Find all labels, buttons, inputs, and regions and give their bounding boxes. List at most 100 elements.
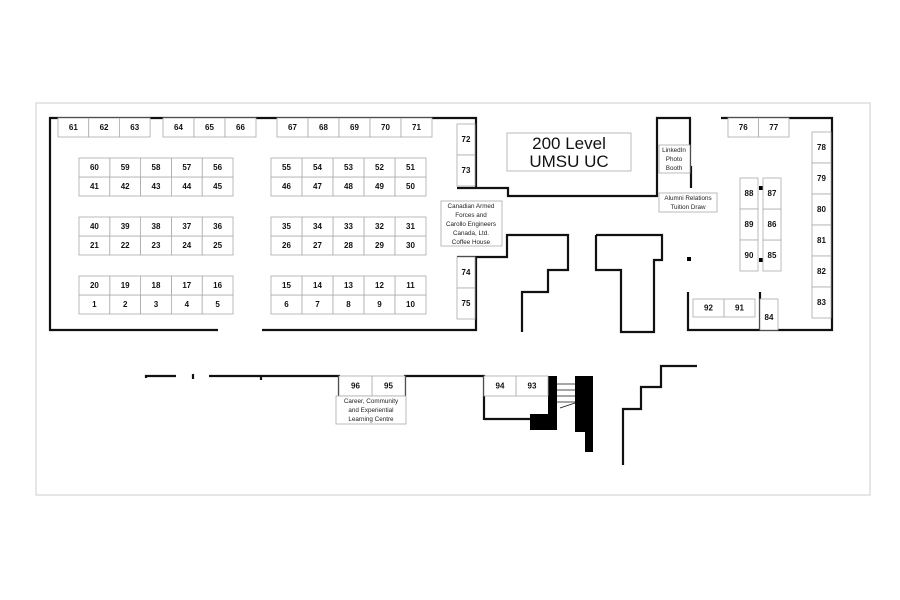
booth-87[interactable]: 87: [762, 177, 782, 210]
booth-49[interactable]: 49: [363, 176, 396, 197]
booth-61[interactable]: 61: [57, 117, 90, 138]
booth-62[interactable]: 62: [88, 117, 120, 138]
booth-51[interactable]: 51: [394, 157, 427, 178]
booth-5[interactable]: 5: [201, 294, 234, 315]
booth-35[interactable]: 35: [270, 216, 303, 237]
booth-34[interactable]: 34: [301, 216, 334, 237]
booth-86[interactable]: 86: [762, 208, 782, 241]
booth-16[interactable]: 16: [201, 275, 234, 296]
booth-91[interactable]: 91: [723, 298, 756, 318]
booth-72[interactable]: 72: [456, 123, 476, 156]
booth-50[interactable]: 50: [394, 176, 427, 197]
booth-52[interactable]: 52: [363, 157, 396, 178]
career-centre-label[interactable]: Career, Community and Experiential Learn…: [335, 395, 407, 425]
booth-55[interactable]: 55: [270, 157, 303, 178]
booth-18[interactable]: 18: [140, 275, 172, 296]
booth-96[interactable]: 96: [338, 375, 373, 397]
booth-19[interactable]: 19: [109, 275, 142, 296]
booth-30[interactable]: 30: [394, 235, 427, 256]
booth-40[interactable]: 40: [78, 216, 111, 237]
booth-82[interactable]: 82: [811, 255, 832, 288]
booth-59[interactable]: 59: [109, 157, 142, 178]
booth-41[interactable]: 41: [78, 176, 111, 197]
booth-22[interactable]: 22: [109, 235, 142, 256]
booth-12[interactable]: 12: [363, 275, 396, 296]
alumni-relations-label[interactable]: Alumni Relations Tuition Draw: [658, 192, 718, 213]
booth-74[interactable]: 74: [456, 256, 476, 289]
booth-80[interactable]: 80: [811, 193, 832, 226]
booth-45[interactable]: 45: [201, 176, 234, 197]
booth-48[interactable]: 48: [332, 176, 365, 197]
linkedin-photo-booth[interactable]: LinkedIn Photo Booth: [658, 144, 691, 174]
booth-13[interactable]: 13: [332, 275, 365, 296]
booth-88[interactable]: 88: [739, 177, 759, 210]
booth-33[interactable]: 33: [332, 216, 365, 237]
booth-6[interactable]: 6: [270, 294, 303, 315]
booth-83[interactable]: 83: [811, 286, 832, 319]
booth-24[interactable]: 24: [170, 235, 203, 256]
booth-20[interactable]: 20: [78, 275, 111, 296]
booth-95[interactable]: 95: [371, 375, 406, 397]
booth-14[interactable]: 14: [301, 275, 334, 296]
booth-8[interactable]: 8: [332, 294, 365, 315]
booth-15[interactable]: 15: [270, 275, 303, 296]
booth-85[interactable]: 85: [762, 239, 782, 272]
booth-81[interactable]: 81: [811, 224, 832, 257]
booth-9[interactable]: 9: [363, 294, 396, 315]
booth-92[interactable]: 92: [692, 298, 725, 318]
booth-75[interactable]: 75: [456, 287, 476, 320]
booth-3[interactable]: 3: [140, 294, 172, 315]
booth-69[interactable]: 69: [338, 117, 371, 138]
booth-43[interactable]: 43: [140, 176, 172, 197]
booth-38[interactable]: 38: [140, 216, 172, 237]
booth-67[interactable]: 67: [276, 117, 309, 138]
booth-76[interactable]: 76: [727, 117, 759, 138]
booth-77[interactable]: 77: [758, 117, 790, 138]
booth-94[interactable]: 94: [483, 375, 517, 397]
booth-56[interactable]: 56: [201, 157, 234, 178]
booth-60[interactable]: 60: [78, 157, 111, 178]
booth-28[interactable]: 28: [332, 235, 365, 256]
booth-63[interactable]: 63: [119, 117, 151, 138]
booth-1[interactable]: 1: [78, 294, 111, 315]
coffee-house-label[interactable]: Canadian Armed Forces and Carollo Engine…: [440, 200, 503, 247]
booth-46[interactable]: 46: [270, 176, 303, 197]
booth-25[interactable]: 25: [201, 235, 234, 256]
booth-66[interactable]: 66: [224, 117, 257, 138]
booth-70[interactable]: 70: [369, 117, 402, 138]
booth-26[interactable]: 26: [270, 235, 303, 256]
booth-23[interactable]: 23: [140, 235, 172, 256]
booth-65[interactable]: 65: [193, 117, 226, 138]
booth-44[interactable]: 44: [170, 176, 203, 197]
booth-78[interactable]: 78: [811, 131, 832, 164]
booth-54[interactable]: 54: [301, 157, 334, 178]
booth-21[interactable]: 21: [78, 235, 111, 256]
booth-31[interactable]: 31: [394, 216, 427, 237]
booth-47[interactable]: 47: [301, 176, 334, 197]
booth-79[interactable]: 79: [811, 162, 832, 195]
booth-4[interactable]: 4: [170, 294, 203, 315]
booth-7[interactable]: 7: [301, 294, 334, 315]
booth-17[interactable]: 17: [170, 275, 203, 296]
booth-89[interactable]: 89: [739, 208, 759, 241]
booth-11[interactable]: 11: [394, 275, 427, 296]
booth-90[interactable]: 90: [739, 239, 759, 272]
booth-73[interactable]: 73: [456, 154, 476, 187]
booth-58[interactable]: 58: [140, 157, 172, 178]
booth-93[interactable]: 93: [515, 375, 549, 397]
booth-37[interactable]: 37: [170, 216, 203, 237]
booth-42[interactable]: 42: [109, 176, 142, 197]
booth-2[interactable]: 2: [109, 294, 142, 315]
booth-32[interactable]: 32: [363, 216, 396, 237]
booth-71[interactable]: 71: [400, 117, 433, 138]
booth-36[interactable]: 36: [201, 216, 234, 237]
booth-57[interactable]: 57: [170, 157, 203, 178]
booth-84[interactable]: 84: [759, 298, 779, 331]
booth-27[interactable]: 27: [301, 235, 334, 256]
booth-68[interactable]: 68: [307, 117, 340, 138]
booth-64[interactable]: 64: [162, 117, 195, 138]
booth-10[interactable]: 10: [394, 294, 427, 315]
booth-29[interactable]: 29: [363, 235, 396, 256]
booth-53[interactable]: 53: [332, 157, 365, 178]
booth-39[interactable]: 39: [109, 216, 142, 237]
